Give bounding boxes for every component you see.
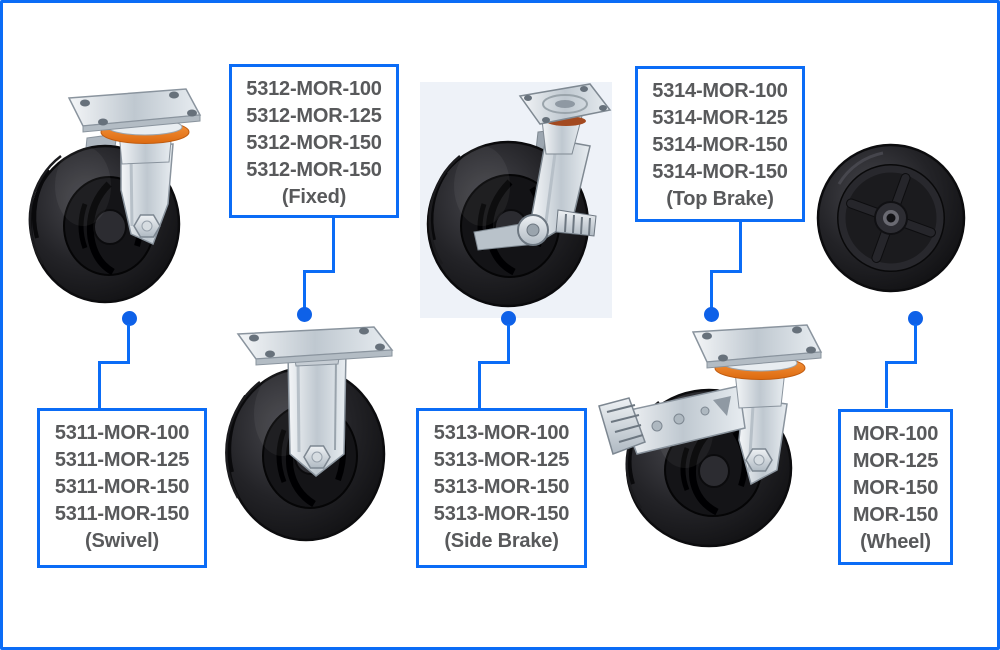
- part-number: 5312-MOR-100: [246, 78, 382, 100]
- label-box-top-brake: 5314-MOR-100 5314-MOR-125 5314-MOR-150 5…: [635, 66, 805, 222]
- connector-dot: [122, 311, 137, 326]
- swivel-caster-image: [28, 88, 202, 304]
- label-box-fixed: 5312-MOR-100 5312-MOR-125 5312-MOR-150 5…: [229, 64, 399, 218]
- product-top-brake-caster: [593, 322, 825, 550]
- product-fixed-caster: [224, 326, 400, 546]
- part-number: 5311-MOR-150: [54, 476, 190, 498]
- connector-line: [710, 270, 713, 310]
- part-number: 5312-MOR-125: [246, 105, 382, 127]
- part-number: 5311-MOR-125: [54, 449, 190, 471]
- wheel-only-image: [816, 143, 966, 293]
- product-side-brake-caster: [420, 82, 612, 318]
- connector-line: [98, 361, 130, 364]
- product-swivel-caster: [25, 86, 207, 322]
- label-box-swivel: 5311-MOR-100 5311-MOR-125 5311-MOR-150 5…: [37, 408, 207, 568]
- connector-dot: [297, 307, 312, 322]
- part-number: 5314-MOR-150: [652, 134, 788, 156]
- connector-line: [303, 270, 335, 273]
- part-number: MOR-125: [852, 450, 939, 472]
- label-box-side-brake: 5313-MOR-100 5313-MOR-125 5313-MOR-150 5…: [416, 408, 587, 568]
- connector-line: [478, 361, 481, 408]
- connector-dot: [908, 311, 923, 326]
- side-brake-caster-image: [420, 82, 612, 318]
- part-number: 5314-MOR-100: [652, 80, 788, 102]
- label-caption: (Swivel): [85, 530, 159, 552]
- connector-line: [98, 361, 101, 408]
- part-number: MOR-100: [852, 423, 939, 445]
- product-wheel-only: [813, 140, 969, 298]
- part-number: MOR-150: [852, 477, 939, 499]
- label-caption: (Wheel): [860, 531, 931, 553]
- part-number: 5314-MOR-150: [652, 161, 788, 183]
- part-number: 5313-MOR-150: [433, 476, 570, 498]
- label-caption: (Side Brake): [444, 530, 559, 552]
- part-number: 5311-MOR-100: [54, 422, 190, 444]
- connector-line: [885, 361, 917, 364]
- connector-line: [739, 220, 742, 273]
- top-brake-caster-image: [598, 324, 823, 548]
- part-number: 5312-MOR-150: [246, 159, 382, 181]
- part-number: 5311-MOR-150: [54, 503, 190, 525]
- connector-dot: [501, 311, 516, 326]
- label-box-wheel: MOR-100 MOR-125 MOR-150 MOR-150 (Wheel): [838, 409, 953, 565]
- connector-line: [127, 324, 130, 364]
- fixed-caster-image: [225, 326, 394, 542]
- connector-line: [885, 361, 888, 408]
- part-number: 5314-MOR-125: [652, 107, 788, 129]
- connector-line: [332, 218, 335, 273]
- part-number: 5313-MOR-100: [433, 422, 570, 444]
- connector-line: [914, 324, 917, 364]
- connector-line: [478, 361, 510, 364]
- connector-line: [710, 270, 742, 273]
- connector-line: [303, 270, 306, 310]
- part-number: 5313-MOR-125: [433, 449, 570, 471]
- part-number: 5313-MOR-150: [433, 503, 570, 525]
- connector-dot: [704, 307, 719, 322]
- part-number: 5312-MOR-150: [246, 132, 382, 154]
- label-caption: (Top Brake): [666, 188, 774, 210]
- connector-line: [507, 324, 510, 364]
- label-caption: (Fixed): [281, 186, 347, 208]
- part-number: MOR-150: [852, 504, 939, 526]
